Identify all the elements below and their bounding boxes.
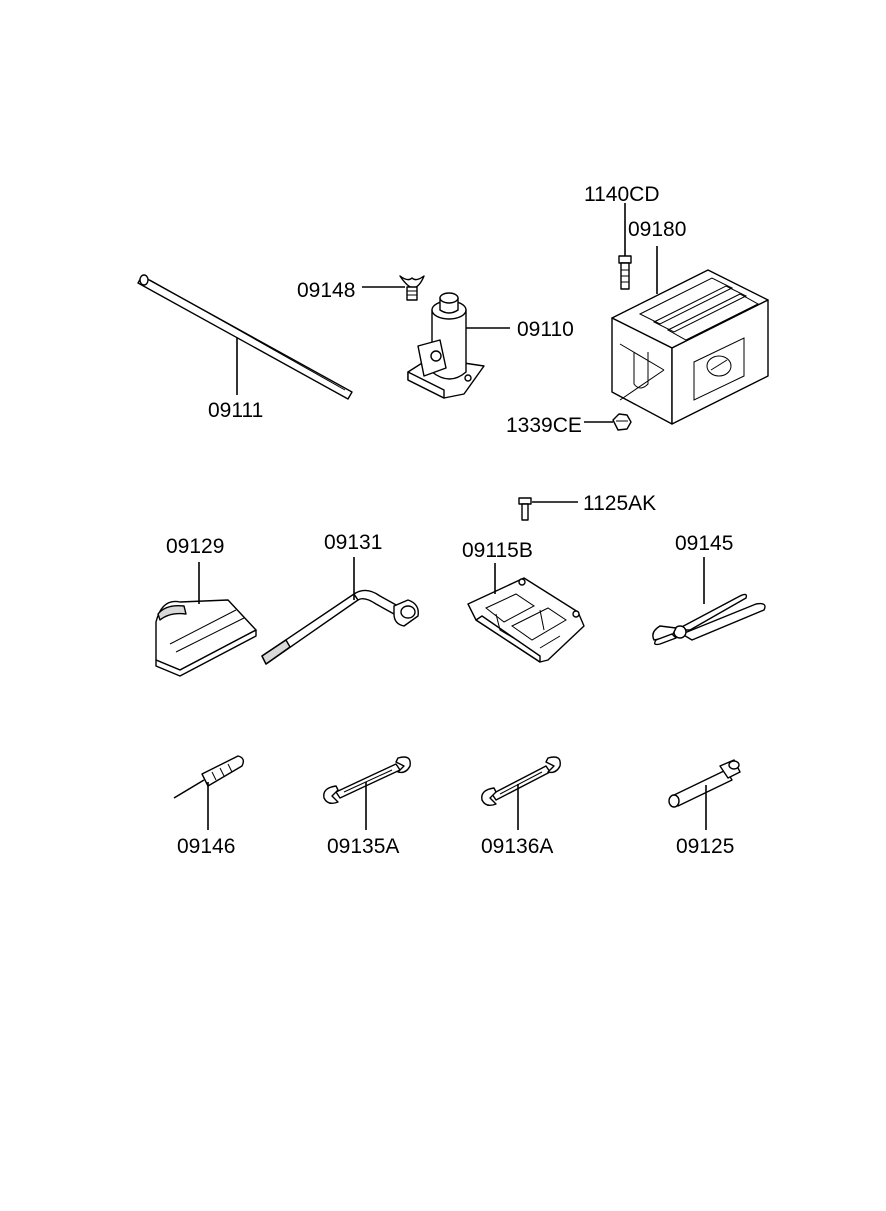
tool-bag bbox=[155, 599, 257, 677]
label-09180: 09180 bbox=[628, 218, 686, 241]
screwdriver bbox=[173, 755, 245, 799]
label-09110: 09110 bbox=[517, 318, 574, 341]
label-09135a: 09135A bbox=[327, 835, 399, 858]
label-1140cd: 1140CD bbox=[584, 183, 660, 206]
label-09131: 09131 bbox=[324, 531, 382, 554]
label-09136a: 09136A bbox=[481, 835, 553, 858]
jack-handle-bar bbox=[137, 274, 353, 400]
label-09145: 09145 bbox=[675, 532, 733, 555]
label-09125: 09125 bbox=[676, 835, 734, 858]
jack-tray bbox=[467, 577, 585, 663]
wing-bolt bbox=[399, 275, 425, 301]
open-end-wrench-a bbox=[323, 756, 411, 805]
label-09115b: 09115B bbox=[462, 539, 533, 562]
tool-case bbox=[611, 269, 769, 425]
bottle-jack bbox=[407, 292, 485, 399]
label-09129: 09129 bbox=[166, 535, 224, 558]
screw-1125ak bbox=[518, 497, 532, 521]
wheel-nut-wrench bbox=[261, 589, 419, 665]
socket-extension bbox=[668, 759, 741, 808]
label-09111: 09111 bbox=[208, 399, 263, 422]
label-1339ce: 1339CE bbox=[506, 414, 582, 437]
label-1125ak: 1125AK bbox=[583, 492, 656, 515]
bolt-1140cd bbox=[618, 255, 632, 290]
open-end-wrench-b bbox=[481, 756, 561, 807]
pliers bbox=[652, 593, 766, 646]
label-09146: 09146 bbox=[177, 835, 235, 858]
nut-1339ce bbox=[612, 413, 632, 431]
label-09148: 09148 bbox=[297, 279, 355, 302]
